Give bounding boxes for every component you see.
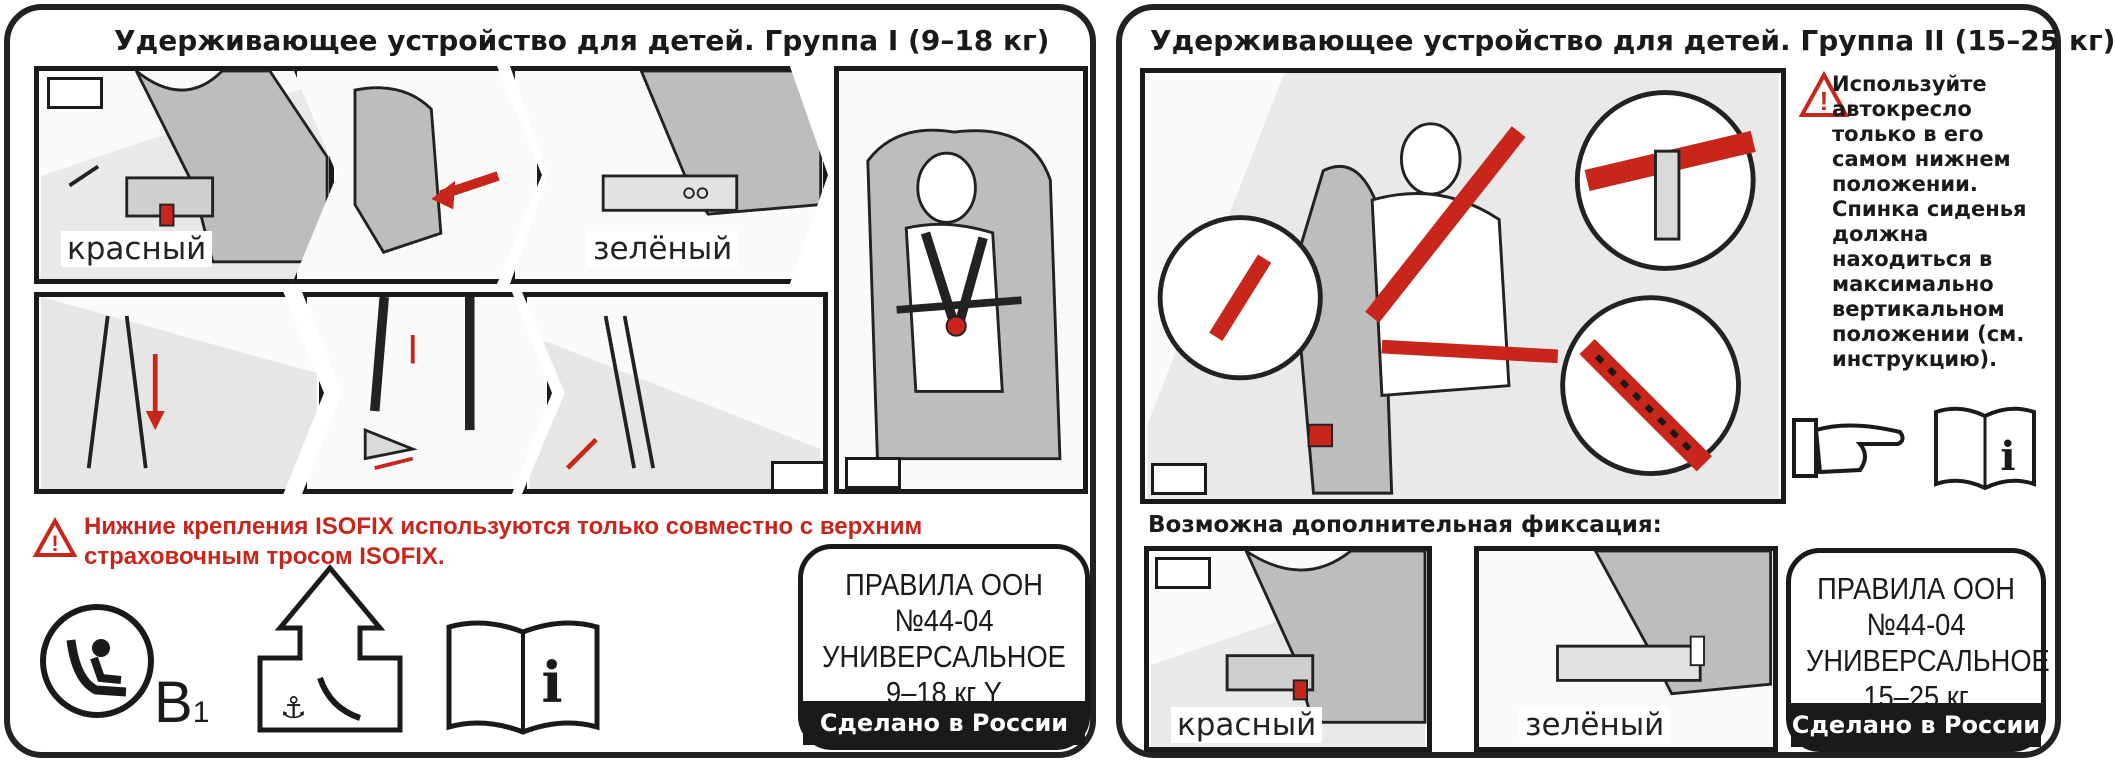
isofix-red-illustration: красный (34, 66, 334, 284)
rules-line: УНИВЕРСАЛЬНОЕ (822, 639, 1066, 674)
warning-triangle-icon: ! (32, 516, 78, 558)
isofix-anchor-house-icon: ⚓ (250, 558, 410, 736)
car-icon (47, 77, 103, 109)
label-green: зелёный (587, 231, 739, 267)
group2-panel: Удерживающее устройство для детей. Групп… (1116, 4, 2115, 758)
isofix-warning-text: Нижние крепления ISOFIX используются тол… (84, 513, 923, 570)
made-in-russia: Сделано в России (1791, 703, 2041, 747)
group1-title: Удерживающее устройство для детей. Групп… (114, 24, 1050, 57)
made-in-russia: Сделано в России (803, 701, 1085, 745)
rules-line: УНИВЕРСАЛЬНОЕ (1806, 643, 2050, 678)
label-red: красный (1171, 707, 1323, 743)
child-harness-illustration (834, 66, 1088, 494)
child-seat-icon (40, 604, 154, 718)
rules-line: ПРАВИЛА ООН (1817, 571, 2015, 606)
class-mark: B1 (154, 670, 210, 735)
tether-step2-illustration (302, 292, 552, 494)
extra-fix-heading: Возможна дополнительная фиксация: (1148, 512, 1662, 538)
svg-text:⚓: ⚓ (280, 691, 307, 726)
instruction-book-icon: i (1932, 400, 2038, 491)
svg-text:i: i (541, 650, 562, 716)
group2-title: Удерживающее устройство для детей. Групп… (1150, 24, 2115, 57)
seat-position-note: Используйте автокресло только в его само… (1832, 72, 2027, 371)
svg-text:i: i (2000, 433, 2015, 480)
group1-panel: Удерживающее устройство для детей. Групп… (4, 4, 1096, 758)
rules-line: ПРАВИЛА ООН (845, 567, 1043, 602)
isofix-green-illustration: зелёный (1474, 546, 1778, 752)
un-rules-badge: ПРАВИЛА ООН №44-04 УНИВЕРСАЛЬНОЕ 15–25 к… (1786, 548, 2050, 752)
car-icon (771, 461, 823, 489)
svg-text:!: ! (51, 531, 58, 556)
instruction-book-icon: i (444, 612, 602, 736)
rules-line: №44-04 (1866, 607, 1966, 642)
car-icon (1155, 557, 1211, 589)
label-green: зелёный (1519, 707, 1671, 743)
isofix-green-illustration: зелёный (510, 66, 828, 284)
tether-step1-illustration (34, 292, 324, 494)
isofix-red-illustration: красный (1144, 546, 1432, 752)
un-rules-badge: ПРАВИЛА ООН №44-04 УНИВЕРСАЛЬНОЕ 9–18 кг… (798, 544, 1090, 750)
rules-line: №44-04 (894, 603, 994, 638)
warning-triangle-icon: ! (1798, 70, 1850, 118)
belt-routing-illustration (1140, 68, 1786, 504)
pointing-hand-icon (1790, 410, 1908, 486)
car-icon (1151, 463, 1207, 495)
svg-text:!: ! (1820, 86, 1829, 116)
tether-step3-illustration (522, 292, 828, 494)
label-red: красный (61, 231, 213, 267)
seat-insert-illustration (292, 66, 542, 284)
car-icon (845, 457, 901, 489)
